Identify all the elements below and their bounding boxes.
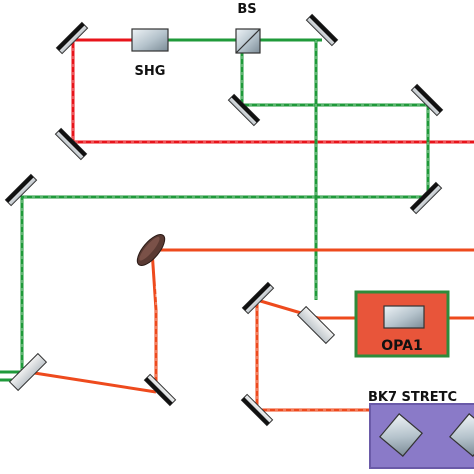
- crystal-icon: [131, 28, 169, 52]
- opa1-crystal-icon: [383, 305, 425, 329]
- stretcher-label: BK7 STRETC: [368, 390, 457, 405]
- opa1-label: OPA1: [381, 338, 422, 354]
- mirror-icon: [296, 305, 336, 345]
- mirror-icon: [54, 127, 88, 161]
- mirror-icon: [240, 393, 274, 427]
- mirror-icon: [241, 281, 275, 315]
- mirror-icon: [227, 93, 261, 127]
- curved-mirror-icon: [136, 234, 166, 266]
- mirror-icon: [8, 352, 48, 392]
- mirror-icon: [305, 13, 339, 47]
- mirror-icon: [409, 181, 443, 215]
- stretcher-box: BK7 STRETC: [368, 390, 474, 469]
- opa1-box: OPA1: [354, 290, 450, 358]
- stretcher-prism-icon: [449, 413, 474, 457]
- mirror-icon: [410, 83, 444, 117]
- shg-crystal: SHG: [131, 28, 169, 79]
- mirror-icon: [55, 21, 89, 55]
- bs-label: BS: [237, 2, 256, 17]
- beam-splitter: BS: [235, 2, 261, 54]
- mirror-icon: [4, 173, 38, 207]
- shg-label: SHG: [135, 64, 166, 79]
- stretcher-prism-icon: [379, 413, 423, 457]
- mirror-icon: [143, 373, 177, 407]
